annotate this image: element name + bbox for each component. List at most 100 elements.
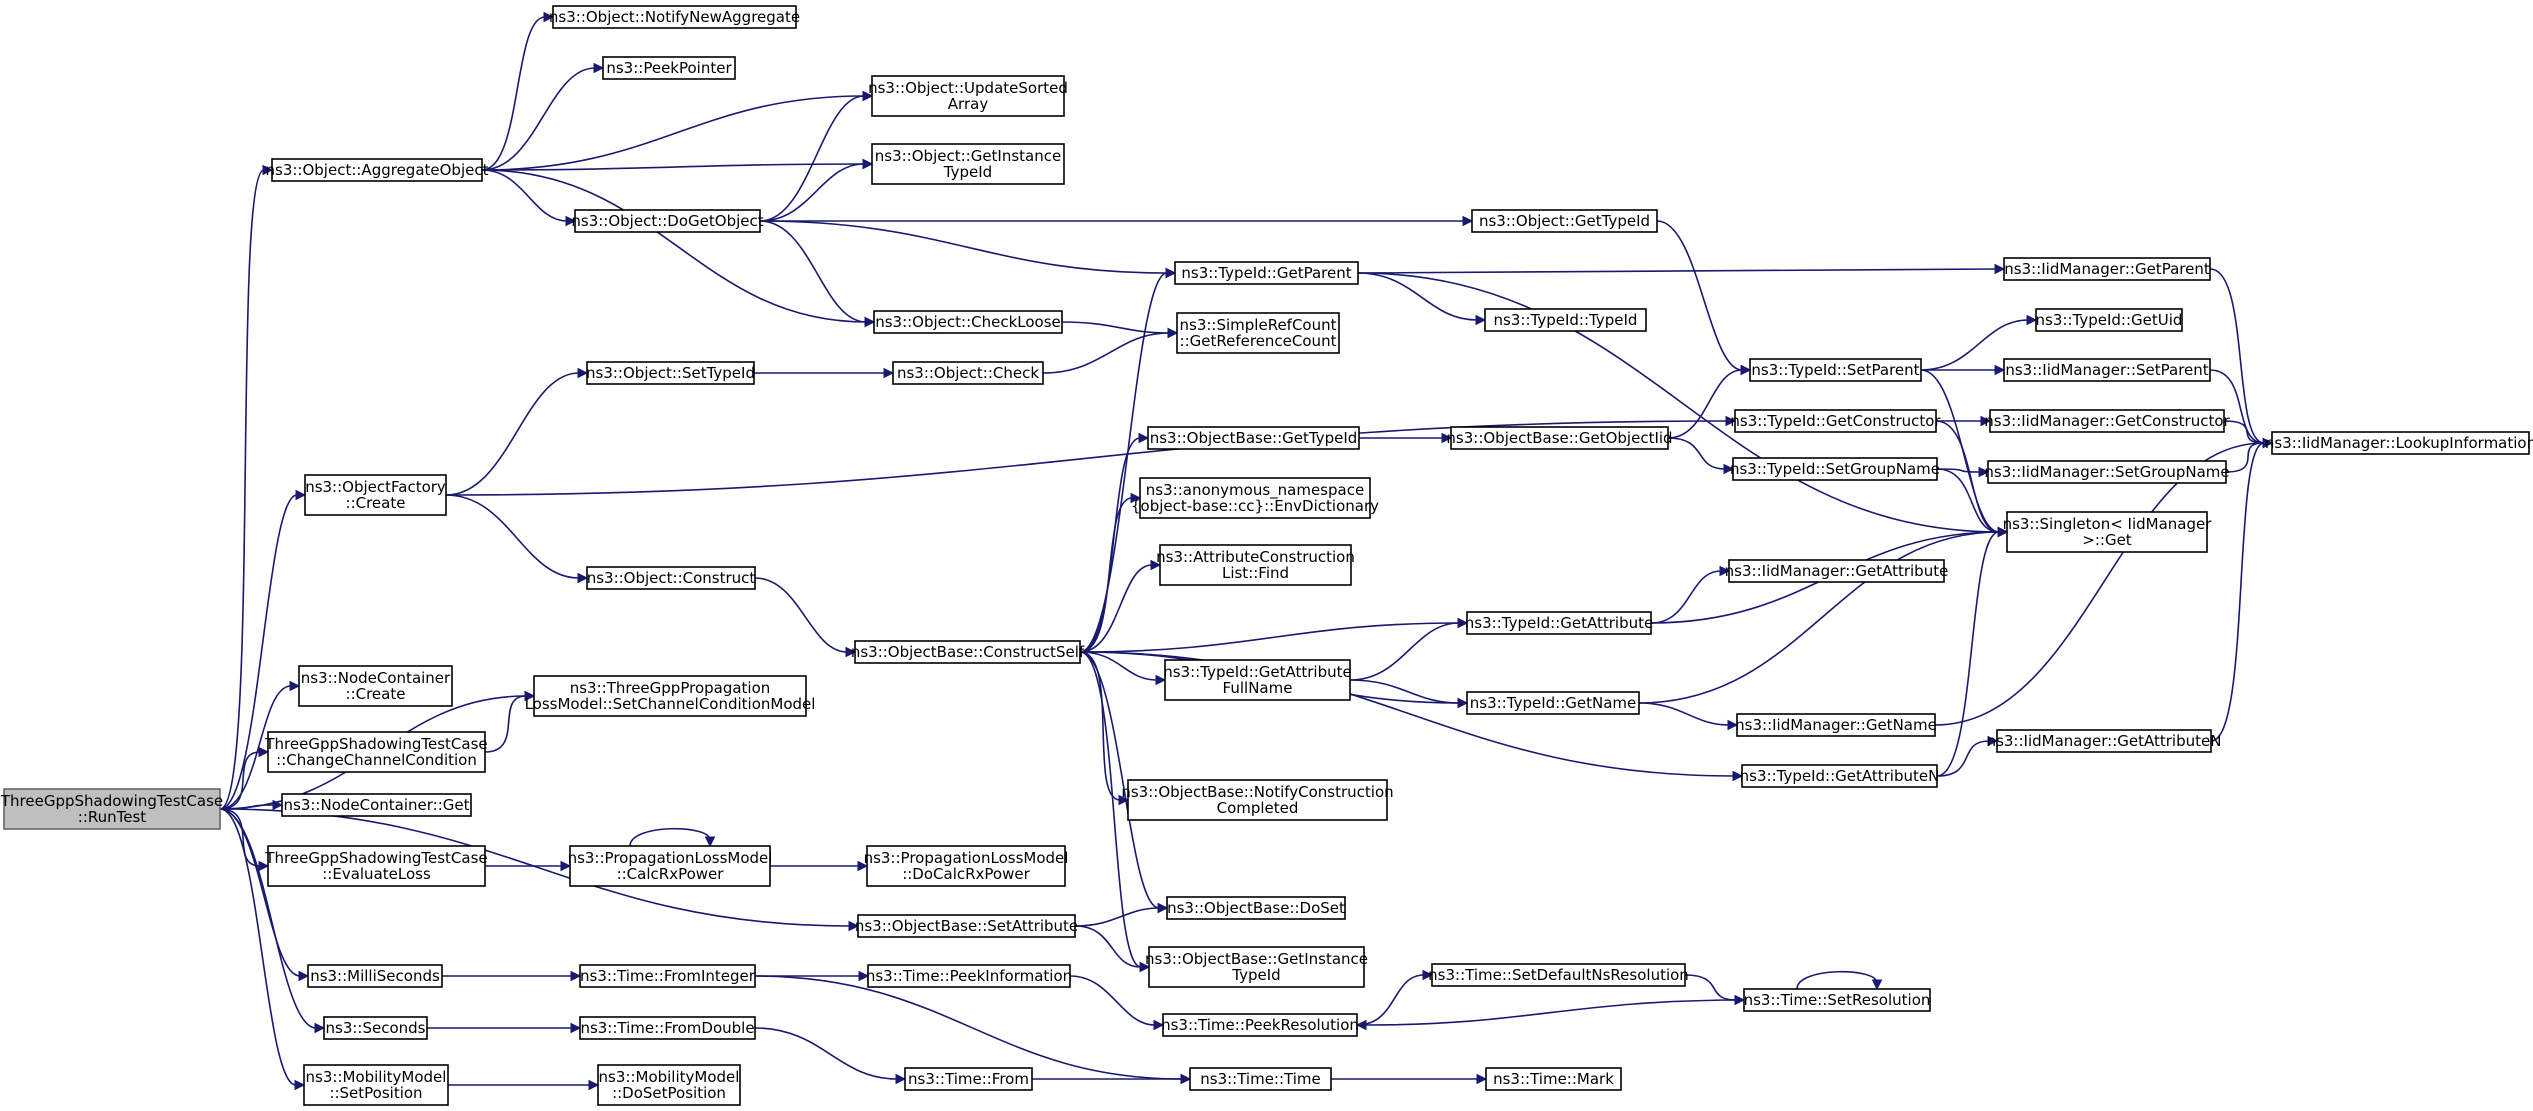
edge-tidgetattr-to-iidgetattr	[1650, 565, 1731, 624]
node-notify[interactable]: ns3::Object::NotifyNewAggregate	[549, 5, 800, 29]
node-label: ns3::IidManager::GetConstructor	[1984, 412, 2230, 430]
edge-arrowhead	[1994, 364, 2006, 376]
node-settypeid[interactable]: ns3::Object::SetTypeId	[586, 361, 755, 385]
node-setchanmodel[interactable]: ns3::ThreeGppPropagationLossModel::SetCh…	[525, 675, 816, 717]
node-singleton[interactable]: ns3::Singleton< IidManager >::Get	[2003, 511, 2213, 553]
node-iidgetctor[interactable]: ns3::IidManager::GetConstructor	[1984, 409, 2231, 433]
node-nodeget[interactable]: ns3::NodeContainer::Get	[281, 793, 472, 817]
node-iidsetparent[interactable]: ns3::IidManager::SetParent	[2003, 358, 2211, 382]
edge-line	[2210, 442, 2265, 742]
node-mobsetpos[interactable]: ns3::MobilityModel::SetPosition	[303, 1064, 449, 1106]
node-checkloose[interactable]: ns3::Object::CheckLoose	[873, 310, 1063, 334]
node-label: ns3::TypeId::TypeId	[1494, 311, 1638, 329]
node-root[interactable]: ThreeGppShadowingTestCase::RunTest	[0, 788, 223, 830]
node-setattr[interactable]: ns3::ObjectBase::SetAttribute	[855, 914, 1078, 938]
edges-layer	[219, 11, 2274, 1091]
node-objfactory[interactable]: ns3::ObjectFactory::Create	[304, 474, 447, 516]
node-notifyconstr[interactable]: ns3::ObjectBase::NotifyConstructionCompl…	[1121, 779, 1394, 821]
node-frominteger[interactable]: ns3::Time::FromInteger	[579, 964, 756, 988]
edge-arrowhead	[258, 746, 270, 758]
edge-root-to-millis	[219, 808, 310, 982]
node-evalloss[interactable]: ThreeGppShadowingTestCase::EvaluateLoss	[264, 845, 488, 887]
edge-arrowhead	[294, 1079, 306, 1091]
edge-line	[1667, 369, 1743, 439]
node-iidgetattr[interactable]: ns3::IidManager::GetAttribute	[1725, 559, 1949, 583]
edge-line	[759, 220, 867, 323]
edge-objgettid-to-tidsetparent	[1656, 220, 1752, 376]
node-tidgetname[interactable]: ns3::TypeId::GetName	[1466, 691, 1640, 715]
edge-arrowhead	[1130, 492, 1142, 504]
node-timetime[interactable]: ns3::Time::Time	[1189, 1067, 1332, 1091]
node-iidsetgroup[interactable]: ns3::IidManager::SetGroupName	[1984, 460, 2230, 484]
node-dogetobj[interactable]: ns3::Object::DoGetObject	[571, 209, 764, 233]
node-obgettid[interactable]: ns3::ObjectBase::GetTypeId	[1147, 426, 1360, 450]
node-peekptr[interactable]: ns3::PeekPointer	[602, 56, 736, 80]
node-seconds[interactable]: ns3::Seconds	[323, 1016, 428, 1040]
edge-objcheck-to-getref	[1042, 327, 1179, 374]
node-tidgetattrn[interactable]: ns3::TypeId::GetAttributeN	[1740, 764, 1940, 788]
node-iidgetname[interactable]: ns3::IidManager::GetName	[1735, 713, 1937, 737]
node-nodecreate[interactable]: ns3::NodeContainer::Create	[298, 665, 453, 707]
node-changechan[interactable]: ThreeGppShadowingTestCase::ChangeChannel…	[264, 731, 488, 773]
node-label: ns3::Object::DoGetObject	[571, 212, 763, 230]
node-timemark[interactable]: ns3::Time::Mark	[1485, 1067, 1622, 1091]
node-tidgetctor[interactable]: ns3::TypeId::GetConstructor	[1730, 409, 1941, 433]
node-docalcrx[interactable]: ns3::PropagationLossModel::DoCalcRxPower	[864, 845, 1069, 887]
node-setres[interactable]: ns3::Time::SetResolution	[1743, 988, 1931, 1012]
node-objcheck[interactable]: ns3::Object::Check	[892, 361, 1044, 385]
edge-tidgetctor-to-iidgetctor	[1935, 415, 1992, 427]
edge-arrowhead	[543, 11, 555, 23]
edge-evalloss-to-calcrx	[484, 860, 572, 872]
node-lookup[interactable]: ns3::IidManager::LookupInformation	[2265, 431, 2533, 455]
edge-root-to-mobsetpos	[219, 808, 306, 1091]
node-tidgetuid[interactable]: ns3::TypeId::GetUid	[2035, 308, 2183, 332]
node-peekres[interactable]: ns3::Time::PeekResolution	[1161, 1013, 1359, 1037]
node-iidgetattrn[interactable]: ns3::IidManager::GetAttributeN	[1987, 729, 2222, 753]
node-doset[interactable]: ns3::ObjectBase::DoSet	[1166, 896, 1346, 920]
node-agg[interactable]: ns3::Object::AggregateObject	[266, 158, 489, 182]
edge-line	[219, 494, 298, 810]
node-label: ns3::Singleton< IidManager	[2003, 515, 2213, 533]
edge-getobjiid-to-tidsetgroup	[1667, 437, 1735, 475]
node-getobjiid[interactable]: ns3::ObjectBase::GetObjectIid	[1446, 426, 1673, 450]
node-mobdosetpos[interactable]: ns3::MobilityModel::DoSetPosition	[597, 1064, 741, 1106]
edge-arrowhead	[1180, 1073, 1192, 1085]
node-box	[579, 1016, 756, 1040]
edge-line	[759, 163, 865, 222]
node-envdict[interactable]: ns3::anonymous_namespace{object-base::cc…	[1131, 477, 1379, 519]
edge-agg-to-upsorted	[481, 90, 874, 171]
edge-objfactory-to-objconstruct	[445, 494, 589, 584]
node-calcrx[interactable]: ns3::PropagationLossModel::CalcRxPower	[568, 845, 773, 887]
edge-line	[219, 808, 317, 1029]
node-objgettid[interactable]: ns3::Object::GetTypeId	[1471, 209, 1658, 233]
node-tidgetparent[interactable]: ns3::TypeId::GetParent	[1174, 261, 1359, 285]
node-constructself[interactable]: ns3::ObjectBase::ConstructSelf	[851, 640, 1085, 664]
edge-tidgetparent-to-tidtid	[1357, 272, 1487, 326]
node-millis[interactable]: ns3::MilliSeconds	[307, 964, 443, 988]
edge-arrowhead	[1157, 902, 1169, 914]
node-tidtid[interactable]: ns3::TypeId::TypeId	[1484, 308, 1647, 332]
node-tidgetattr[interactable]: ns3::TypeId::GetAttribute	[1465, 611, 1653, 635]
node-objconstruct[interactable]: ns3::Object::Construct	[586, 566, 756, 590]
node-setdefns[interactable]: ns3::Time::SetDefaultNsResolution	[1428, 963, 1689, 987]
edge-arrowhead	[1987, 735, 1999, 747]
node-fromdouble[interactable]: ns3::Time::FromDouble	[579, 1016, 756, 1040]
node-box	[1466, 691, 1640, 715]
node-timefrom[interactable]: ns3::Time::From	[904, 1067, 1033, 1091]
edge-constructself-to-tidgetattrn	[1079, 651, 1744, 782]
node-tidsetgroup[interactable]: ns3::TypeId::SetGroupName	[1730, 457, 1940, 481]
node-box	[867, 964, 1071, 988]
node-peekinfo[interactable]: ns3::Time::PeekInformation	[866, 964, 1072, 988]
node-tidsetparent[interactable]: ns3::TypeId::SetParent	[1749, 358, 1922, 382]
edge-constructself-to-tidgetattr	[1079, 617, 1469, 653]
node-getref[interactable]: ns3::SimpleRefCount::GetReferenceCount	[1176, 312, 1340, 354]
edge-line	[1656, 220, 1743, 371]
edge-arrowhead	[862, 90, 874, 102]
edge-seconds-to-fromdouble	[426, 1022, 582, 1034]
node-iidgetparent[interactable]: ns3::IidManager::GetParent	[2003, 257, 2211, 281]
